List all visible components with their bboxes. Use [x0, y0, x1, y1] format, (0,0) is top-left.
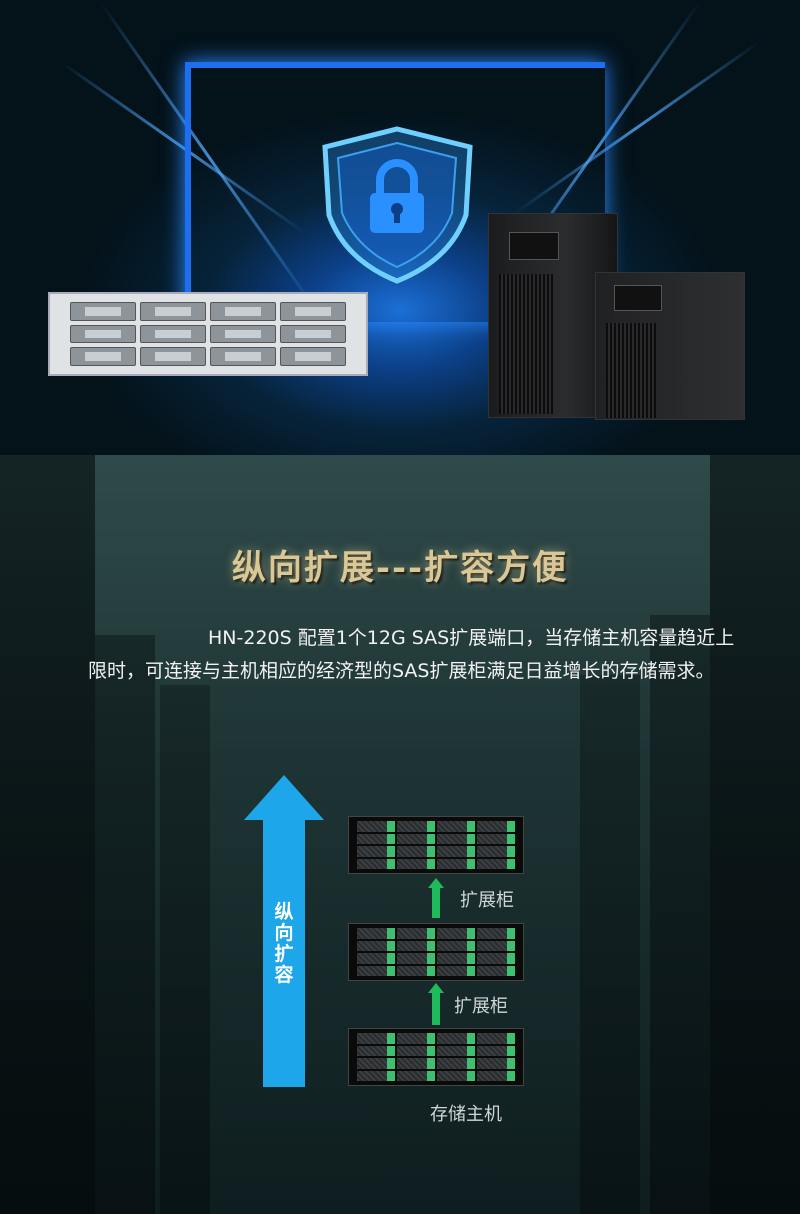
drive-bay — [437, 1045, 475, 1056]
drive-bay — [397, 846, 435, 857]
drive-bay — [477, 821, 515, 832]
drive-bay — [357, 846, 395, 857]
host-label: 存储主机 — [430, 1104, 502, 1125]
drive-bay — [437, 928, 475, 939]
green-arrow-up-icon — [428, 983, 444, 1025]
arrow-label: 纵向扩容 — [274, 901, 294, 986]
drive-bay — [357, 953, 395, 964]
section-title: 纵向扩展---扩容方便 — [231, 548, 569, 588]
drive-bay — [397, 1070, 435, 1081]
drive-bay — [397, 953, 435, 964]
drive-bay — [397, 1058, 435, 1069]
vertical-expansion-arrow: 纵向扩容 — [244, 775, 324, 1087]
drive-bay — [437, 1033, 475, 1044]
drive-bay — [357, 1045, 395, 1056]
arrow-up-icon — [244, 775, 324, 820]
drive-bay — [70, 302, 136, 321]
drive-bay — [477, 1033, 515, 1044]
drive-bay — [477, 1070, 515, 1081]
drive-bay — [357, 1070, 395, 1081]
drive-bay — [280, 302, 346, 321]
drive-bay — [437, 940, 475, 951]
drive-bay — [357, 965, 395, 976]
drive-bay — [357, 928, 395, 939]
drive-bay — [437, 1070, 475, 1081]
drive-bay — [397, 858, 435, 869]
drive-bay — [210, 302, 276, 321]
drive-bay — [477, 965, 515, 976]
drive-bay — [437, 846, 475, 857]
storage-host — [348, 1028, 524, 1086]
drive-bay — [437, 965, 475, 976]
background-datacenter — [0, 455, 800, 1214]
expansion-label-1: 扩展柜 — [460, 890, 514, 911]
drive-bay — [437, 821, 475, 832]
drive-bay — [357, 858, 395, 869]
drive-bay — [397, 833, 435, 844]
drive-bay — [140, 324, 206, 344]
drive-bay — [357, 821, 395, 832]
glowing-frame — [185, 62, 605, 322]
drive-bay — [477, 1045, 515, 1056]
drive-bay — [477, 833, 515, 844]
shield-lock-icon — [322, 126, 473, 284]
drive-bay — [477, 940, 515, 951]
drive-bay — [140, 347, 206, 366]
drive-bay — [477, 858, 515, 869]
drive-bay — [477, 846, 515, 857]
drive-bay — [210, 347, 276, 366]
drive-bay — [397, 928, 435, 939]
drive-bay — [477, 1058, 515, 1069]
drive-bay — [357, 1058, 395, 1069]
expansion-enclosure-top — [348, 816, 524, 874]
drive-bay — [397, 940, 435, 951]
drive-bay — [280, 324, 346, 344]
drive-bay — [397, 821, 435, 832]
drive-bay — [437, 833, 475, 844]
green-arrow-up-icon — [428, 878, 444, 918]
drive-bay — [397, 1033, 435, 1044]
drive-bay — [70, 347, 136, 366]
rack-server-image — [48, 292, 368, 376]
ups-large-image — [488, 213, 618, 418]
drive-bay — [357, 940, 395, 951]
expansion-enclosure-middle — [348, 923, 524, 981]
hero-banner — [0, 0, 800, 455]
drive-bay — [437, 953, 475, 964]
drive-bay — [280, 347, 346, 366]
drive-bay — [357, 833, 395, 844]
drive-bay — [357, 1033, 395, 1044]
drive-bay — [437, 1058, 475, 1069]
drive-bay — [397, 1045, 435, 1056]
expansion-label-2: 扩展柜 — [454, 996, 508, 1017]
drive-bay — [140, 302, 206, 321]
section-description: HN-220S 配置1个12G SAS扩展端口，当存储主机容量趋近上限时，可连接… — [88, 627, 735, 682]
drive-bay — [477, 928, 515, 939]
drive-bay — [210, 324, 276, 344]
drive-bay — [477, 953, 515, 964]
drive-bay — [70, 324, 136, 344]
ups-small-image — [595, 272, 745, 420]
drive-bay — [397, 965, 435, 976]
drive-bay — [437, 858, 475, 869]
